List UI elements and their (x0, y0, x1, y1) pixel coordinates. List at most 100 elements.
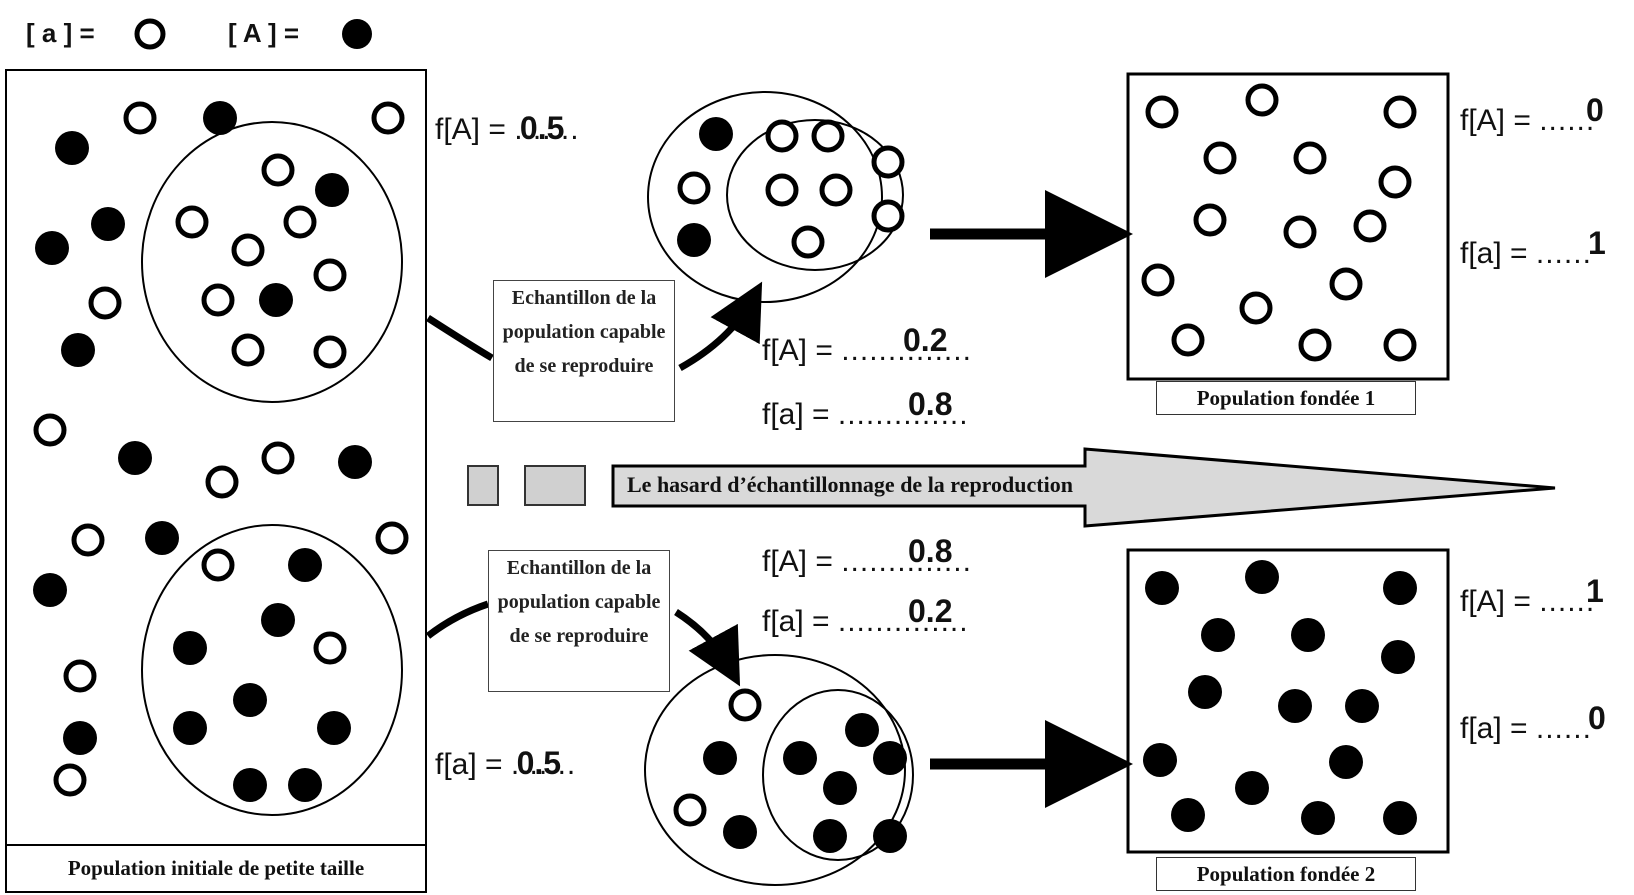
sample1-fA-label: f[A] = (762, 334, 833, 367)
founded2-fa: f[a] = ...... 0 (1460, 700, 1606, 746)
allele-A-dot (338, 445, 372, 479)
sample1-fa-dots: .............. (837, 398, 969, 431)
sample2-outer-ellipse (644, 654, 906, 886)
allele-A-dot (1383, 801, 1417, 835)
allele-A-dot (1345, 689, 1379, 723)
allele-a-dot (371, 101, 405, 135)
allele-A-dot (1171, 798, 1205, 832)
allele-A-dot (1143, 743, 1177, 777)
allele-a-dot (33, 413, 67, 447)
allele-dots (33, 83, 1417, 853)
allele-a-dot (201, 283, 235, 317)
allele-a-dot (1293, 141, 1327, 175)
initial-population-caption: Population initiale de petite taille (8, 850, 424, 886)
founded2-fa-value: 0 (1588, 700, 1606, 736)
sample2-fa-value: 0.2 (908, 593, 953, 629)
allele-A-dot (823, 771, 857, 805)
allele-a-dot (791, 225, 825, 259)
sample2-fA-value: 0.8 (908, 533, 953, 569)
initial-population-box (5, 69, 427, 893)
initial-fA-value: 0.5 (519, 110, 565, 146)
founded-population-2-box (1126, 548, 1450, 854)
founded2-fa-label: f[a] = (1460, 712, 1528, 745)
allele-a-dot (71, 523, 105, 557)
allele-A-dot (55, 131, 89, 165)
allele-A-dot (118, 441, 152, 475)
allele-a-dot (677, 171, 711, 205)
allele-a-dot (673, 793, 707, 827)
allele-A-dot (783, 741, 817, 775)
allele-a-dot (231, 333, 265, 367)
founded1-fa-value: 1 (1588, 225, 1606, 261)
allele-A-dot (813, 819, 847, 853)
allele-a-dot (231, 233, 265, 267)
initial-fa-label: f[a] = (435, 748, 503, 781)
sample1-fA: f[A] = .............. 0.2 (762, 322, 972, 368)
allele-a-dot (1171, 323, 1205, 357)
allele-A-dot (677, 223, 711, 257)
allele-a-dot (1383, 328, 1417, 362)
initial-fA-dots: ....... (514, 113, 580, 146)
initial-fA-label: f[A] = (435, 113, 506, 146)
allele-a-dot (88, 286, 122, 320)
allele-a-dot (1283, 215, 1317, 249)
allele-a-dot (1378, 165, 1412, 199)
allele-a-dot (1141, 263, 1175, 297)
allele-A-dot (873, 819, 907, 853)
founded2-fA: f[A] = ...... 1 (1460, 573, 1604, 619)
founded2-fa-dots: ...... (1535, 712, 1592, 745)
allele-a-dot (313, 631, 347, 665)
sample2-fA-dots: .............. (841, 545, 972, 578)
allele-A-dot (261, 603, 295, 637)
allele-a-dot (728, 688, 762, 722)
founded1-fA-value: 0 (1586, 92, 1604, 128)
founded1-fA-dots: ...... (1539, 104, 1596, 137)
allele-A-dot (1145, 571, 1179, 605)
big-arrow-text: Le hasard d’échantillonnage de la reprod… (627, 472, 1073, 497)
allele-A-dot (1235, 771, 1269, 805)
allele-A-dot (145, 521, 179, 555)
founded1-fA: f[A] = ...... 0 (1460, 92, 1604, 138)
allele-a-dot (205, 465, 239, 499)
allele-A-dot (873, 741, 907, 775)
allele-a-dot (53, 763, 87, 797)
allele-A-dot (63, 721, 97, 755)
allele-a-dot (1245, 83, 1279, 117)
sample1-fa: f[a] = .............. 0.8 (762, 386, 969, 432)
sample-ellipse-bottom (141, 524, 403, 816)
allele-a-dot (175, 205, 209, 239)
small-gray-square-1 (467, 465, 499, 506)
allele-A-dot (173, 631, 207, 665)
allele-a-dot (1329, 267, 1363, 301)
sample2-fa-dots: .............. (837, 605, 969, 638)
allele-a-dot (261, 441, 295, 475)
initial-fa-dots: ....... (510, 748, 577, 781)
allele-a-dot (283, 205, 317, 239)
sample-label-bottom: Echantillon de la population capable de … (488, 550, 670, 692)
curved-arrow-top (426, 300, 752, 372)
allele-a-dot (313, 258, 347, 292)
allele-A-dot (1188, 675, 1222, 709)
allele-a-dot (123, 101, 157, 135)
allele-a-dot (871, 145, 905, 179)
allele-A-dot (699, 117, 733, 151)
allele-a-dot (765, 173, 799, 207)
founded-population-1-box (1126, 72, 1450, 381)
curved-arrow-bottom (425, 600, 730, 668)
sample2-fa: f[a] = .............. 0.2 (762, 593, 969, 639)
allele-A-dot (1201, 618, 1235, 652)
initial-fA: f[A] = ....... 0.5 (435, 110, 579, 147)
allele-A-dot (1278, 689, 1312, 723)
allele-A-dot (1291, 618, 1325, 652)
legend-a-label: [ a ] = (26, 18, 95, 48)
legend-A-circle (342, 19, 372, 49)
sample2-fA-label: f[A] = (762, 545, 833, 578)
initial-fa: f[a] = ....... 0.5 (435, 745, 575, 782)
allele-A-dot (233, 768, 267, 802)
allele-a-dot (871, 199, 905, 233)
sample1-fA-value: 0.2 (903, 322, 948, 358)
small-gray-square-2 (524, 465, 586, 506)
allele-A-dot (1383, 571, 1417, 605)
allele-A-dot (259, 283, 293, 317)
